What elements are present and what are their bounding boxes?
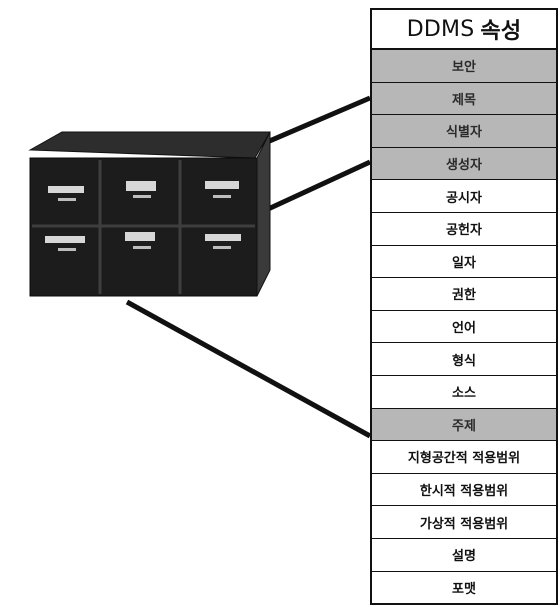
- attribute-row-title: 제목: [372, 82, 556, 116]
- attribute-row-subject: 주제: [372, 408, 556, 442]
- table-title-prefix: DDMS: [406, 16, 475, 42]
- filing-cabinet-icon: [28, 131, 271, 297]
- attribute-row-format: 포맷: [372, 571, 556, 604]
- attribute-row-rights: 권한: [372, 278, 556, 311]
- attribute-row-source: 소스: [372, 375, 556, 409]
- attribute-row-contributor: 공헌자: [372, 212, 556, 246]
- connector-line-subject: [125, 299, 372, 439]
- connector-line-creator: [264, 159, 372, 213]
- attribute-row-language: 언어: [372, 310, 556, 344]
- attribute-row-temporal-coverage: 한시적 적용범위: [372, 473, 556, 507]
- ddms-attribute-table: DDMS 속성 보안 제목 식별자 생성자 공시자 공헌자 일자 권한 언어 형…: [370, 8, 558, 605]
- attribute-row-type: 형식: [372, 343, 556, 376]
- table-title-suffix: 속성: [480, 19, 522, 44]
- attribute-row-geospatial-coverage: 지형공간적 적용범위: [372, 441, 556, 474]
- attribute-row-publisher: 공시자: [372, 180, 556, 213]
- attribute-row-virtual-coverage: 가상적 적용범위: [372, 506, 556, 539]
- attribute-row-security: 보안: [372, 50, 556, 83]
- attribute-row-description: 설명: [372, 538, 556, 572]
- attribute-row-identifier: 식별자: [372, 115, 556, 148]
- table-title: DDMS 속성: [372, 10, 556, 50]
- attribute-row-date: 일자: [372, 245, 556, 279]
- attribute-list: 보안 제목 식별자 생성자 공시자 공헌자 일자 권한 언어 형식 소스 주제 …: [372, 50, 556, 604]
- attribute-row-creator: 생성자: [372, 147, 556, 181]
